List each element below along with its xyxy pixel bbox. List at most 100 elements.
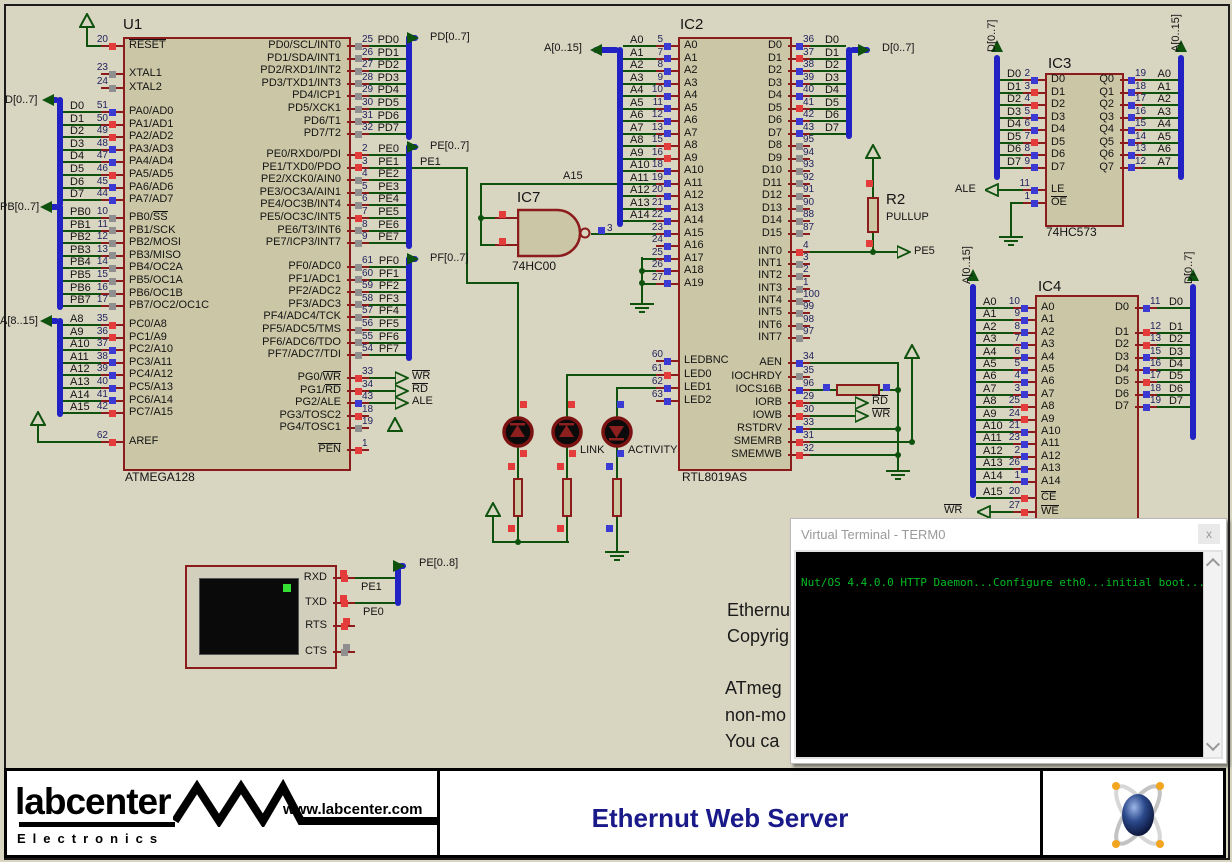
wire <box>976 369 1013 371</box>
net-label: A12 <box>630 184 650 196</box>
bus-arrow-icon <box>1187 269 1199 281</box>
nand-gate-74HC00[interactable] <box>517 207 607 259</box>
wire <box>466 167 468 284</box>
pin-IC2-D5: D5 <box>767 101 782 114</box>
pin-IC2-INT7: INT7 <box>758 331 782 343</box>
wire <box>623 120 656 122</box>
led-indicator[interactable] <box>550 415 584 449</box>
pin-number: 95 <box>803 134 815 145</box>
resistor[interactable] <box>612 478 622 517</box>
net-label: A2 <box>630 59 644 71</box>
ground-terminal-icon <box>630 303 654 305</box>
pin-number: 62 <box>96 430 108 441</box>
logic-state-indicator <box>108 290 116 298</box>
pin-IC2-A14: A14 <box>684 214 704 226</box>
wire <box>63 324 101 326</box>
pin-IC2-IOCS16B: IOCS16B <box>735 383 782 395</box>
pin-number: 35 <box>803 364 815 376</box>
scroll-up-icon[interactable] <box>1205 557 1221 573</box>
chip-ref-U1: U1 <box>123 16 143 33</box>
net-label: ACTIVITY <box>628 444 678 456</box>
pin-number: 100 <box>803 289 820 300</box>
pin-IC2-RSTDRV: RSTDRV <box>736 422 782 434</box>
pin-IC4-CE: CE <box>1041 491 1057 503</box>
pin-IC2-D10: D10 <box>761 164 782 176</box>
logic-state-indicator <box>795 80 803 87</box>
net-label: A6 <box>630 109 644 121</box>
logic-state-indicator <box>354 288 362 296</box>
pin-IC2-A2: A2 <box>684 64 698 76</box>
logic-state-indicator <box>1020 341 1028 349</box>
logic-state-indicator <box>354 118 362 126</box>
net-label: PE3 <box>378 180 399 193</box>
wire <box>63 374 101 377</box>
net-label: A14 <box>630 209 650 221</box>
chip-U1[interactable] <box>123 37 351 471</box>
bus <box>406 144 412 249</box>
pin-IC4-A8: A8 <box>1041 400 1055 413</box>
chip-IC2[interactable] <box>678 37 792 471</box>
wire <box>63 161 101 164</box>
logic-state-indicator <box>1142 304 1150 312</box>
annotation-line: Ethernu <box>727 600 791 620</box>
pin-IC4-A0: A0 <box>1041 301 1055 313</box>
wire <box>369 316 406 319</box>
logic-state-indicator <box>1127 151 1135 159</box>
net-label: PE5 <box>914 245 935 257</box>
pin-number: 45 <box>96 175 108 187</box>
resistor[interactable] <box>562 478 572 517</box>
pin-IC4-A3: A3 <box>1041 338 1055 351</box>
resistor[interactable] <box>867 197 879 233</box>
terminal-scrollbar[interactable] <box>1203 552 1221 757</box>
logic-state-indicator <box>663 217 671 225</box>
bus <box>994 55 1000 180</box>
pin-U1-PF3ADC3: PF3/ADC3 <box>288 297 341 310</box>
net-label: A5 <box>1157 130 1171 143</box>
net-label: A13 <box>630 196 650 209</box>
pin-number: 98 <box>803 314 815 325</box>
virtual-terminal-window[interactable]: Virtual Terminal - TERM0 x Nut/OS 4.4.0.… <box>790 518 1227 764</box>
wire <box>1157 369 1190 371</box>
pin-number: 55 <box>362 330 374 342</box>
logic-state-indicator <box>354 412 362 420</box>
pin-IC2-D11: D11 <box>762 176 782 189</box>
close-icon[interactable]: x <box>1198 524 1220 544</box>
wire <box>1142 116 1178 119</box>
pin-number: 34 <box>803 351 815 362</box>
net-label: ALE <box>955 183 976 195</box>
net-label: D7 <box>70 188 85 201</box>
logic-state-indicator <box>795 399 803 407</box>
logic-state-indicator <box>1127 89 1135 96</box>
net-label: A12 <box>983 444 1003 457</box>
led-indicator[interactable] <box>501 415 535 449</box>
chip-IC3[interactable] <box>1045 73 1124 227</box>
net-label: A0 <box>1157 68 1171 80</box>
resistor[interactable] <box>836 384 880 396</box>
resistor[interactable] <box>513 478 523 517</box>
pin-IC2-D8: D8 <box>767 139 782 151</box>
led-indicator[interactable] <box>600 415 634 449</box>
logic-state-indicator <box>663 242 671 250</box>
logic-state-indicator <box>354 151 362 159</box>
logic-state-indicator <box>354 399 362 407</box>
net-label: PB5 <box>70 269 91 281</box>
net-label: D4 <box>1007 118 1022 130</box>
logic-state-indicator <box>354 374 362 382</box>
wire <box>591 232 656 235</box>
bus-arrow-icon <box>407 253 419 265</box>
pin-number: 43 <box>362 391 374 402</box>
pin-IC4-A2: A2 <box>1041 325 1055 338</box>
pin-number: 6 <box>1024 118 1030 129</box>
net-label: 3 <box>607 223 613 234</box>
wire <box>492 516 494 543</box>
wire <box>369 120 406 123</box>
wire <box>1010 202 1012 236</box>
net-label: D7 <box>824 121 839 134</box>
pin-t-RXD: RXD <box>303 571 327 583</box>
net-label: D4 <box>1168 358 1183 370</box>
net-label: A11 <box>70 350 89 363</box>
scroll-down-icon[interactable] <box>1205 736 1221 752</box>
wire <box>369 70 406 73</box>
pin-number: 9 <box>1014 308 1020 320</box>
